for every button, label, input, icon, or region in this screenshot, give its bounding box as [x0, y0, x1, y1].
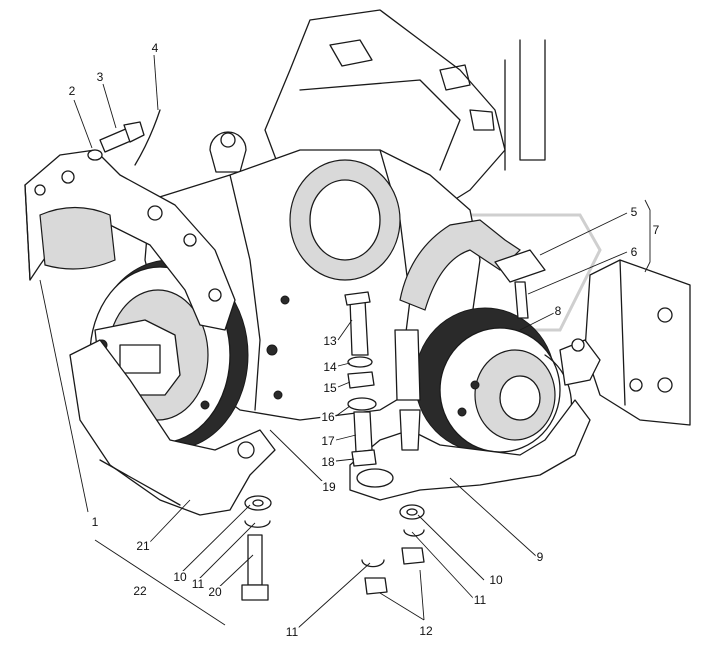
- callout-1: 1: [90, 515, 100, 529]
- callout-9: 9: [535, 550, 545, 564]
- right-brake-assembly: [349, 219, 591, 501]
- leader-lines: [39, 54, 651, 629]
- safety-wire-4: [134, 109, 161, 166]
- callout-14: 14: [322, 360, 338, 374]
- u-bolt-5-6: [494, 249, 546, 319]
- callout-13: 13: [322, 334, 338, 348]
- callout-2: 2: [67, 84, 77, 98]
- callout-15: 15: [322, 381, 338, 395]
- bracket-plate: [24, 149, 236, 331]
- callout-5: 5: [629, 205, 639, 219]
- callout-6: 6: [629, 245, 639, 259]
- callout-11-right: 11: [472, 593, 488, 607]
- callout-10-right: 10: [488, 573, 504, 587]
- callout-16: 16: [320, 410, 336, 424]
- callout-4: 4: [150, 41, 160, 55]
- callout-18: 18: [320, 455, 336, 469]
- callout-8: 8: [553, 304, 563, 318]
- left-loose-fasteners: [241, 495, 272, 601]
- callout-10-left: 10: [172, 570, 188, 584]
- callout-12: 12: [418, 624, 434, 638]
- washer-2: [87, 149, 103, 161]
- callout-3: 3: [95, 70, 105, 84]
- callout-19: 19: [321, 480, 337, 494]
- callout-17: 17: [320, 434, 336, 448]
- callout-7: 7: [651, 223, 661, 237]
- callout-22: 22: [132, 584, 148, 598]
- right-mounting-bracket: [559, 259, 691, 426]
- stud-stack: [344, 291, 377, 467]
- callout-21: 21: [135, 539, 151, 553]
- bolt-3: [99, 121, 145, 153]
- callout-11-left: 11: [190, 577, 206, 591]
- callout-20: 20: [207, 585, 223, 599]
- right-loose-fasteners: [361, 504, 425, 595]
- callout-11-bottom: 11: [284, 625, 300, 639]
